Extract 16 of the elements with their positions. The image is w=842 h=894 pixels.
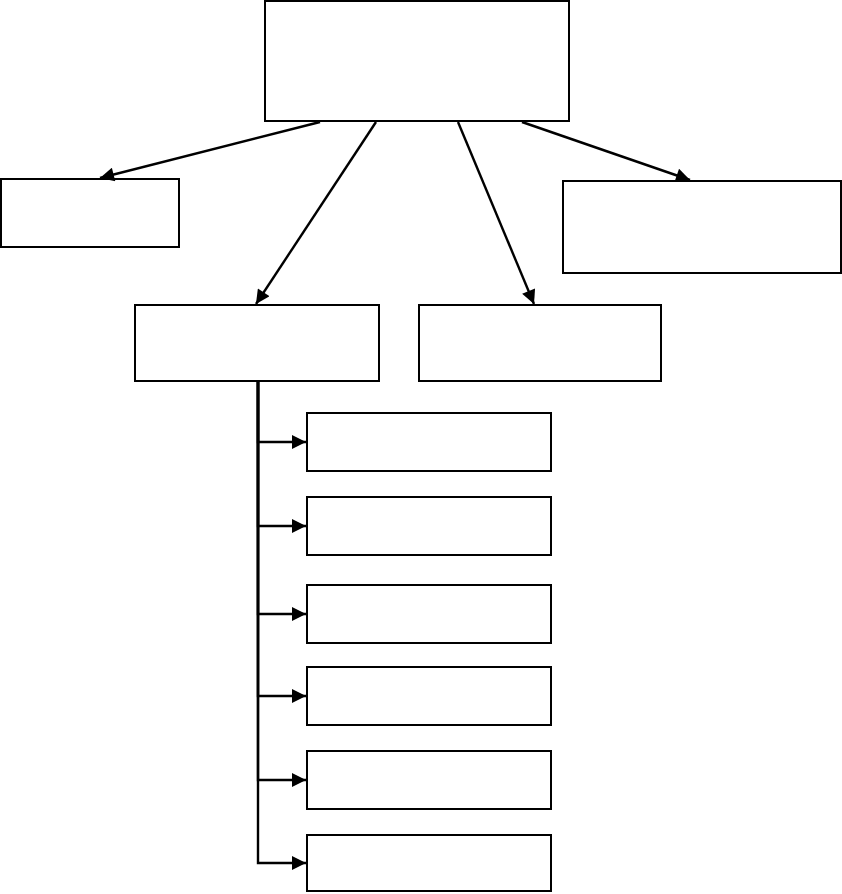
arrow: [521, 120, 691, 183]
empty-box: [306, 750, 552, 810]
arrow: [256, 382, 306, 870]
empty-box: [264, 0, 570, 122]
arrow: [255, 121, 377, 305]
empty-box: [562, 180, 842, 274]
empty-box: [306, 666, 552, 726]
empty-box: [306, 584, 552, 644]
arrow: [99, 120, 321, 182]
arrow: [456, 121, 536, 305]
empty-box: [134, 304, 380, 382]
empty-box: [306, 496, 552, 556]
empty-box: [306, 412, 552, 472]
empty-box: [418, 304, 662, 382]
empty-box: [306, 834, 552, 892]
empty-box: [0, 178, 180, 248]
